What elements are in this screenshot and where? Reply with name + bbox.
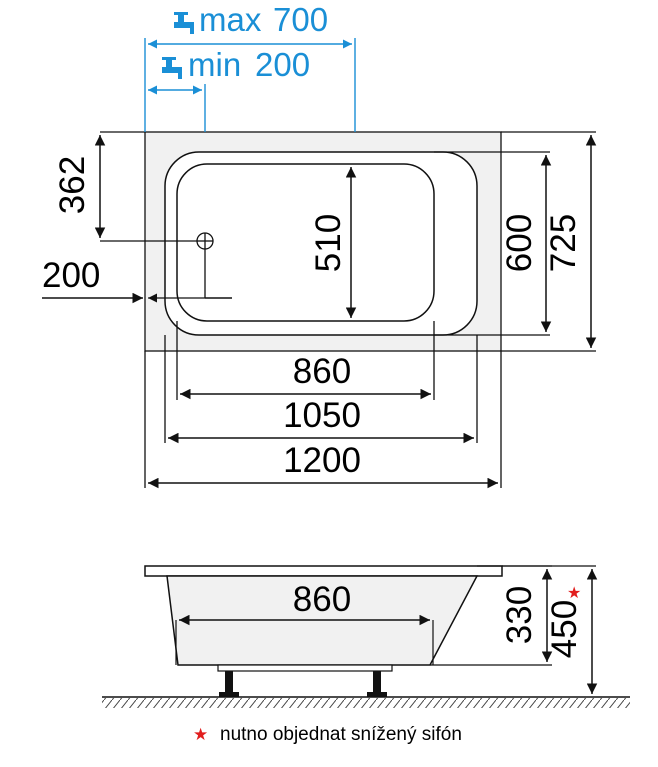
faucet-min-label: min [188,46,241,83]
dim-860-label: 860 [293,352,351,391]
tub-basin [176,163,435,322]
drain-icon [196,232,214,250]
side-dim-330-label: 330 [500,586,539,644]
faucet-max-label: max [199,1,262,38]
star-icon: ★ [567,585,581,602]
footnote-text: nutno objednat snížený sifón [220,724,462,745]
dim-725-label: 725 [544,214,583,272]
dim-510-label: 510 [309,214,348,272]
top-view: 362 200 510 600 725 860 1050 [42,1,597,489]
dim-1050-label: 1050 [283,396,361,435]
side-dim-860-label: 860 [293,580,351,619]
side-dim-450-label: 450 [545,600,584,658]
faucet-max-value: 700 [273,1,328,38]
side-view: 860 330 450 ★ [102,565,630,708]
tub-rim [144,565,503,577]
star-icon: ★ [193,725,208,744]
tub-leg [225,671,233,693]
dim-200-label: 200 [42,256,100,295]
footnote: ★ nutno objednat snížený sifón [193,724,462,745]
dim-1200-label: 1200 [283,441,361,480]
floor-hatch [102,698,630,708]
faucet-icon [174,12,194,34]
faucet-icon [162,57,182,79]
dim-362-label: 362 [53,156,92,214]
dim-600-label: 600 [500,214,539,272]
faucet-min-value: 200 [255,46,310,83]
tub-leg [373,671,381,693]
